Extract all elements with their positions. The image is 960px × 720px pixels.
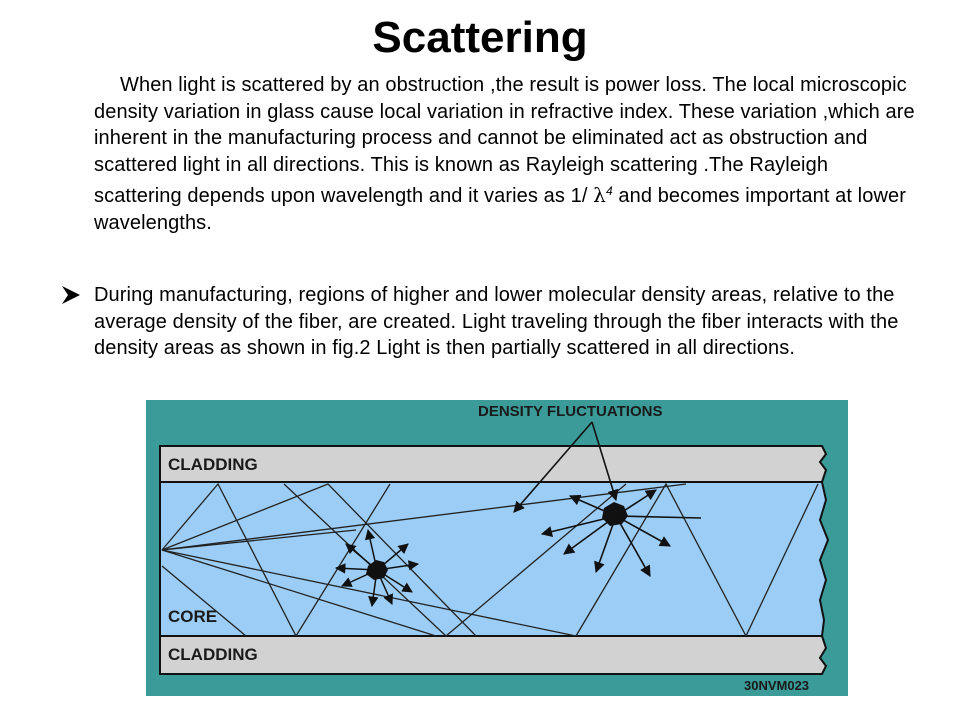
label-figure-code: 30NVM023 (744, 678, 809, 693)
bottom-cladding (159, 635, 828, 675)
label-cladding-bottom: CLADDING (168, 645, 258, 664)
core-region (159, 481, 830, 637)
intro-paragraph: When light is scattered by an obstructio… (94, 72, 916, 236)
lambda-symbol: λ (593, 183, 606, 207)
lambda-exponent: 4 (605, 184, 613, 198)
bullet-text: During manufacturing, regions of higher … (94, 284, 899, 359)
light-rays (161, 482, 819, 638)
paragraph-text-start: When light is scattered by an obstructio… (94, 74, 915, 207)
arrowhead-bullet-icon (62, 286, 80, 304)
density-label-arrows (513, 421, 619, 513)
paragraph-text-end: and becomes important at lower wavelengt… (94, 185, 906, 234)
label-density-fluctuations: DENSITY FLUCTUATIONS (478, 403, 662, 420)
label-cladding-top: CLADDING (168, 455, 258, 474)
top-cladding (159, 445, 828, 483)
label-core: CORE (168, 607, 217, 626)
slide-title: Scattering (372, 13, 588, 62)
scattering-figure: CLADDING CORE CLADDING DENSITY FLUCTUATI… (146, 400, 848, 696)
scatter-center-left (334, 528, 420, 608)
scatter-center-right (540, 489, 702, 577)
